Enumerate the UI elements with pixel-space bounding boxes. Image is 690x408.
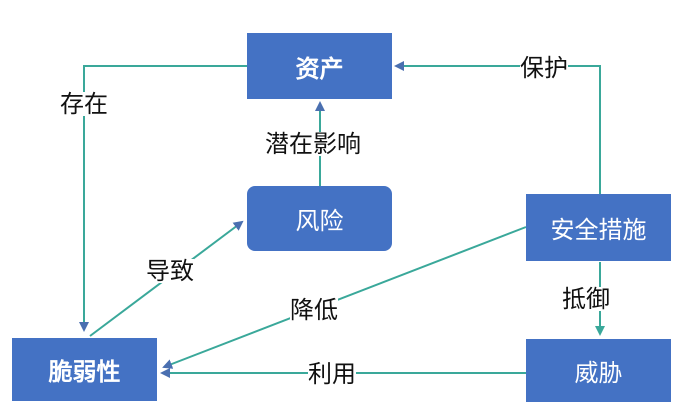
label-exploit: 利用 <box>308 360 356 388</box>
node-asset: 资产 <box>247 33 392 99</box>
label-potential-impact: 潜在影响 <box>265 130 361 158</box>
label-resist: 抵御 <box>562 285 610 313</box>
label-cause: 导致 <box>146 257 194 285</box>
node-risk: 风险 <box>247 186 392 251</box>
label-protect: 保护 <box>520 54 568 82</box>
edge-exists <box>79 65 247 332</box>
label-exists: 存在 <box>60 90 108 118</box>
label-reduce: 降低 <box>290 296 338 324</box>
node-security-measures: 安全措施 <box>526 194 671 261</box>
edge-reduce <box>162 226 527 369</box>
edge-protect <box>394 61 601 194</box>
node-threat: 威胁 <box>526 339 671 402</box>
node-vulnerability: 脆弱性 <box>12 338 157 401</box>
